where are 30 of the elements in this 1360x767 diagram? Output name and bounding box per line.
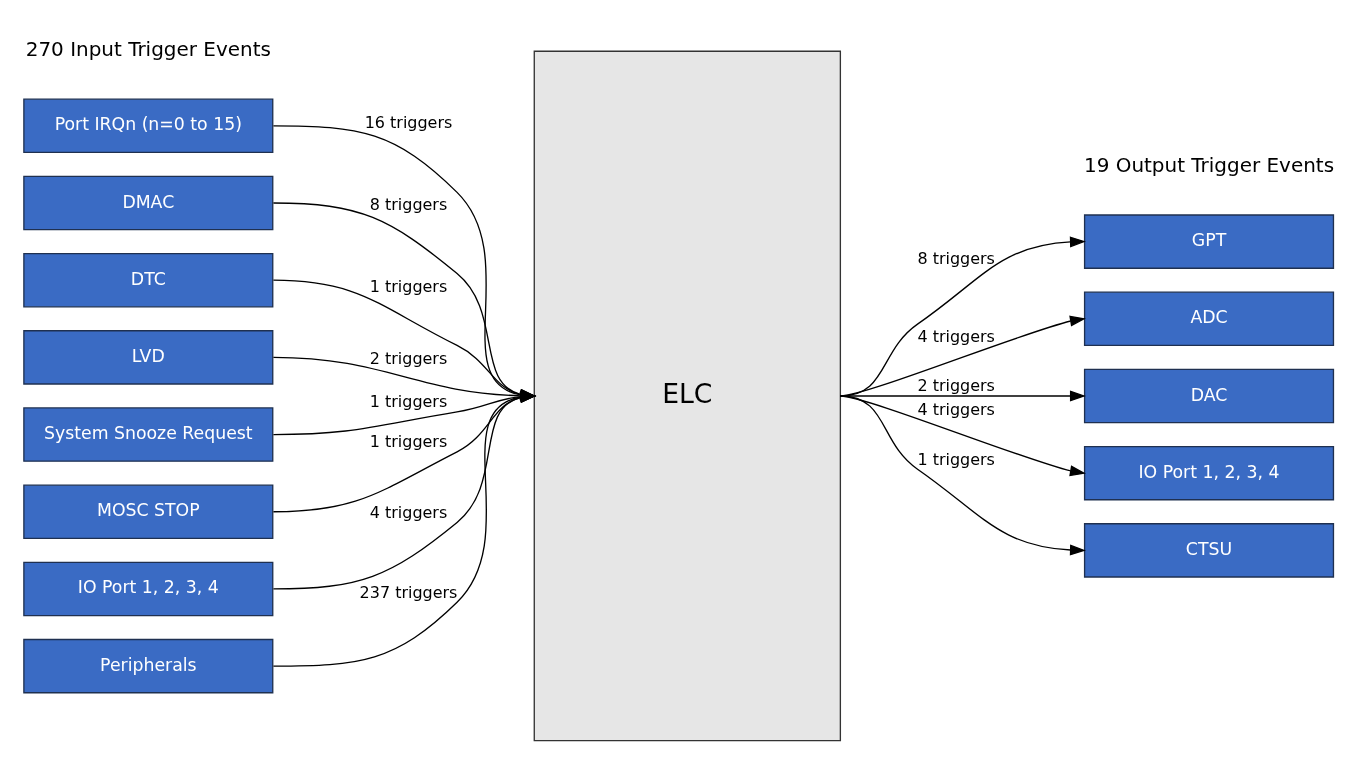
edge-label: 8 triggers [917, 248, 995, 268]
node-box: GPT [1083, 213, 1335, 269]
edge-label: 4 triggers [917, 399, 995, 419]
node-box: LVD [23, 329, 274, 385]
node-box: DMAC [23, 175, 274, 230]
node-box: IO Port 1, 2, 3, 4 [23, 561, 274, 616]
node-box: DAC [1083, 368, 1335, 423]
label: 270 Input Trigger Events [25, 36, 271, 61]
edge-label: 1 triggers [369, 276, 448, 296]
node-box: CTSU [1083, 522, 1335, 578]
node-box: ELC [533, 50, 842, 741]
node-box: Port IRQn (n=0 to 15) [23, 98, 274, 153]
edge-label: 2 triggers [917, 375, 995, 395]
node-box: ADC [1083, 291, 1335, 346]
edge-label: 237 triggers [359, 582, 458, 602]
node-box: DTC [23, 252, 274, 307]
arrow [839, 394, 1086, 556]
node-box: MOSC STOP [23, 484, 274, 539]
node-box: Peripherals [23, 638, 274, 693]
edge-label: 1 triggers [369, 391, 448, 411]
edge-label: 4 triggers [369, 502, 448, 522]
edge-label: 1 triggers [917, 449, 995, 469]
node-box: System Snooze Request [23, 406, 274, 462]
edge-label: 1 triggers [369, 431, 448, 451]
edge-label: 4 triggers [917, 326, 995, 346]
node-box: IO Port 1, 2, 3, 4 [1083, 445, 1335, 500]
label: 19 Output Trigger Events [1083, 152, 1335, 177]
edge-label: 2 triggers [369, 348, 448, 367]
edge-label: 16 triggers [364, 112, 453, 132]
edge-label: 8 triggers [369, 194, 448, 214]
